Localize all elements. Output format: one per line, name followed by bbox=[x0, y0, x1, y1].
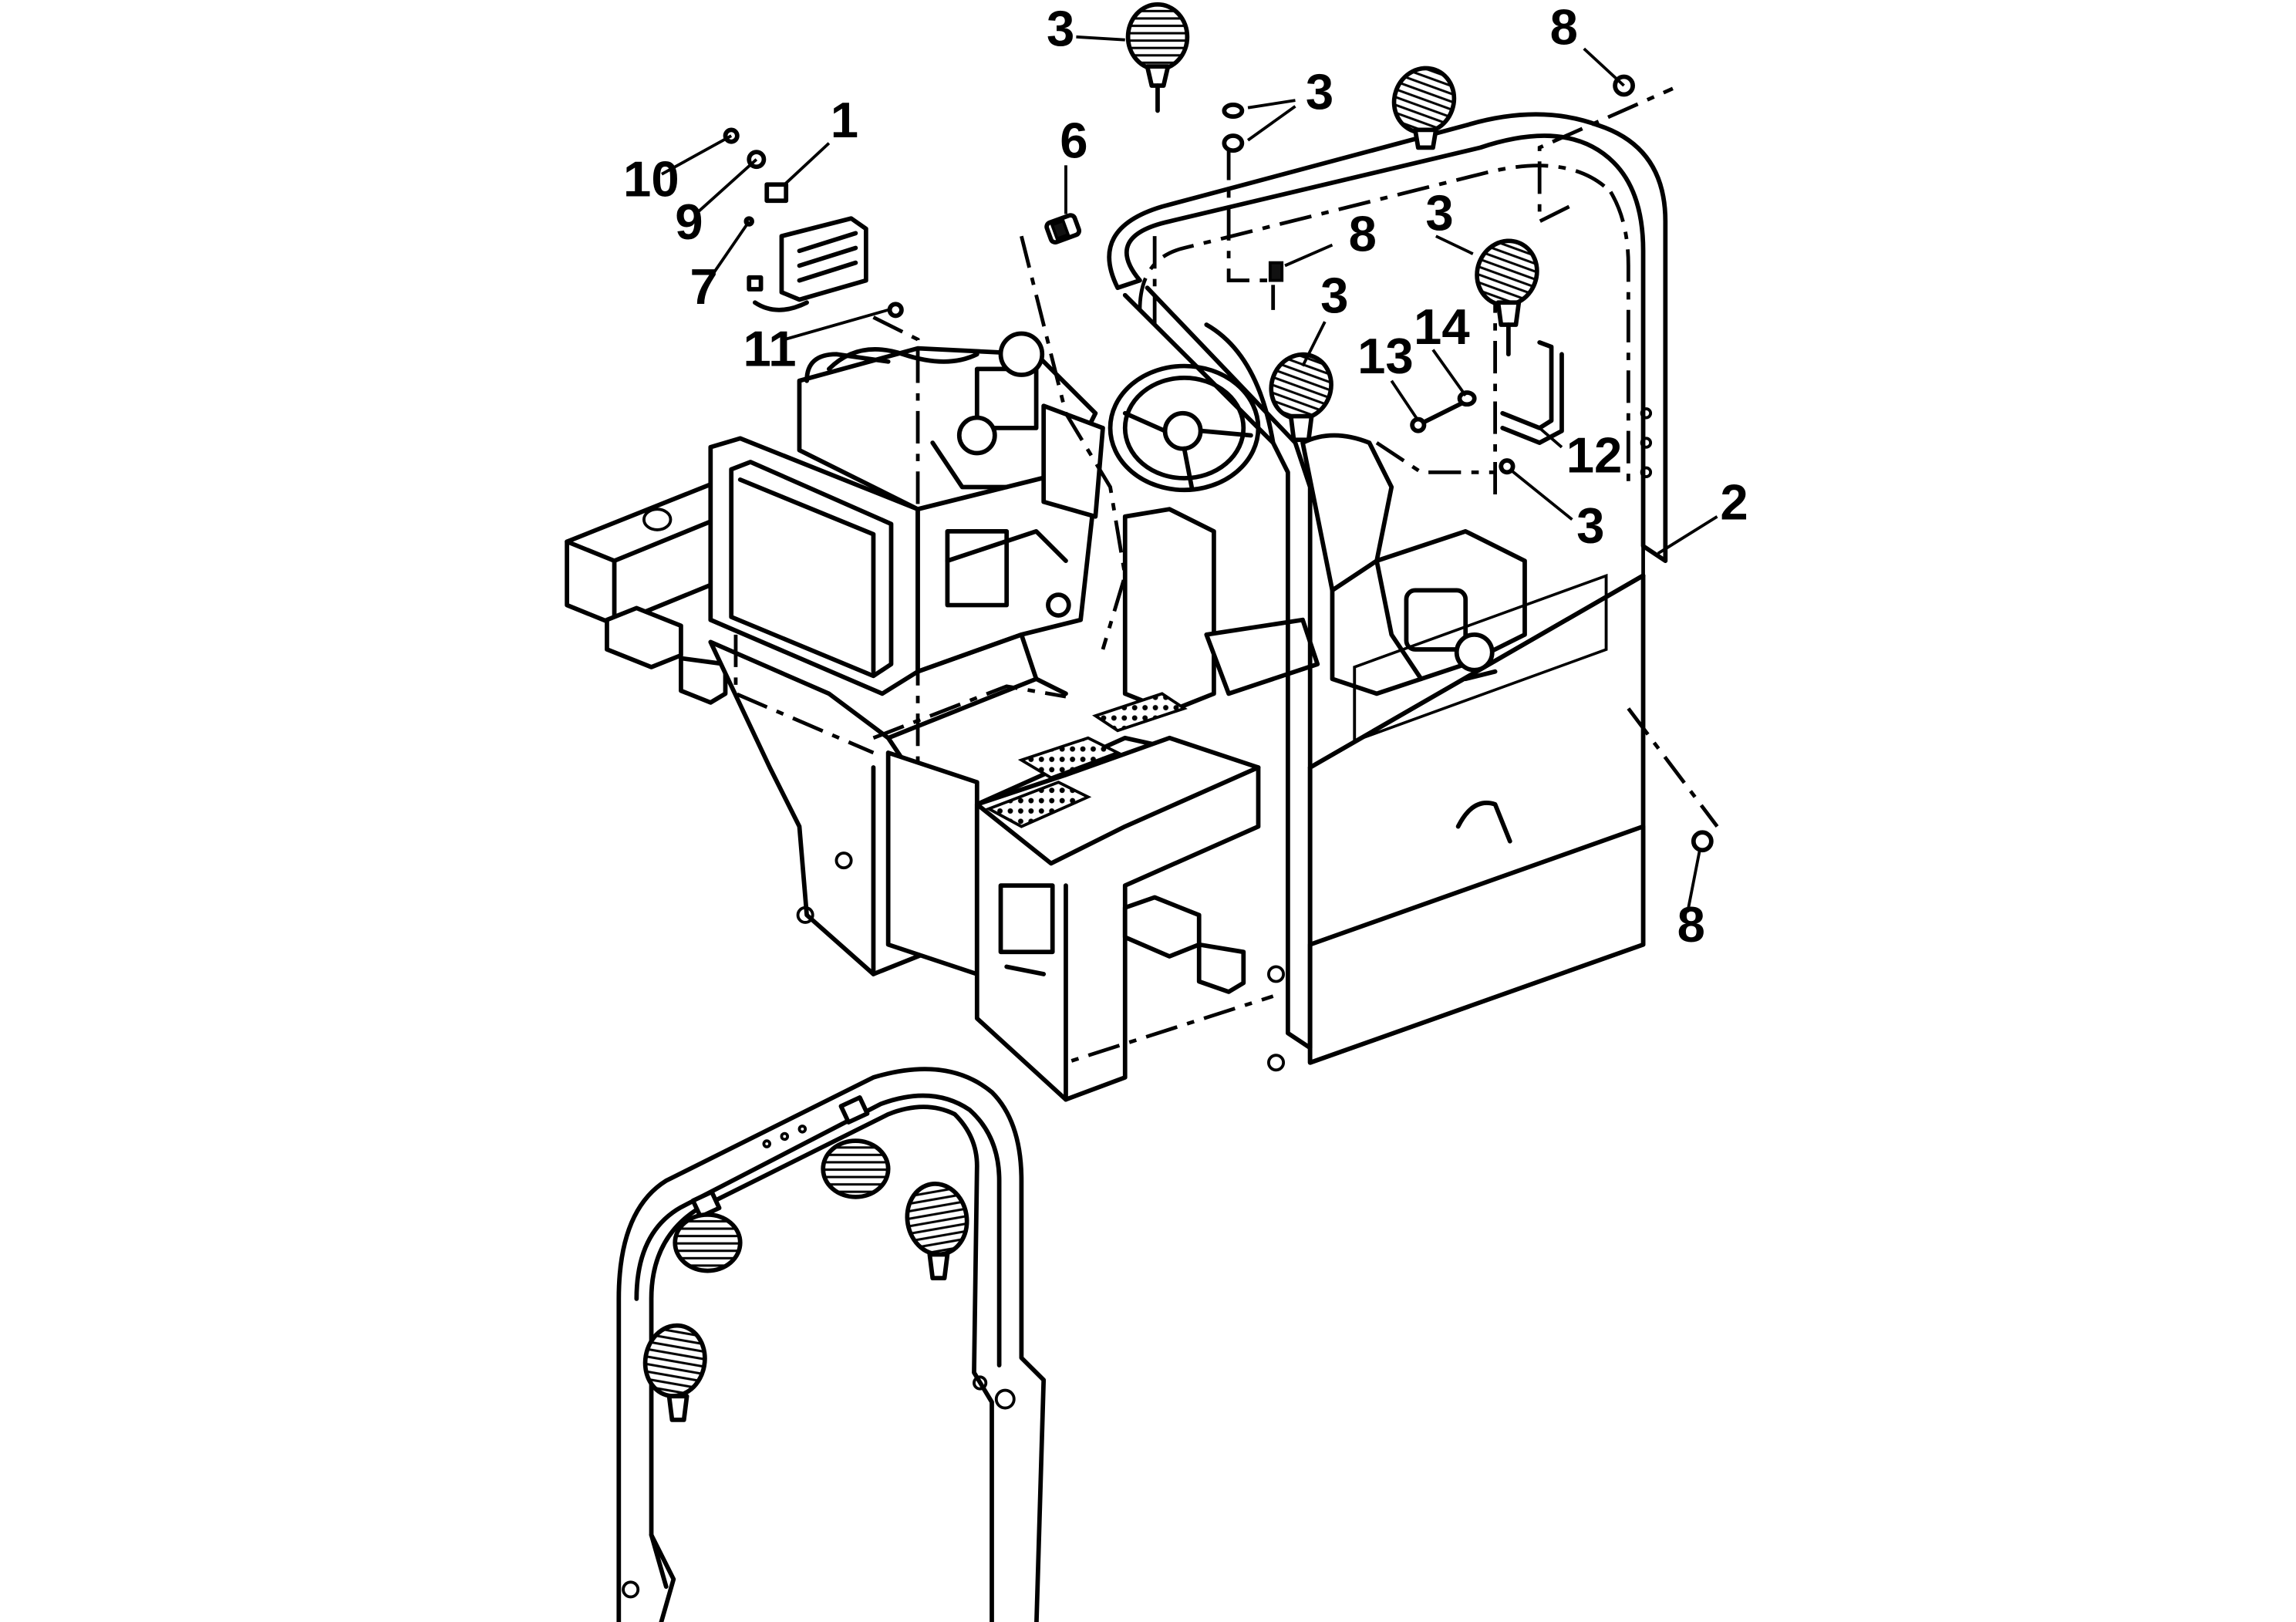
bracket-12 bbox=[1500, 340, 1564, 445]
washer-14 bbox=[1457, 390, 1477, 407]
callout-10: 10 bbox=[623, 151, 679, 207]
callout-12: 12 bbox=[1566, 427, 1623, 483]
work-light-rops-left bbox=[1269, 352, 1333, 443]
detail-rops-frame bbox=[616, 1067, 1047, 1622]
leader-lines bbox=[661, 35, 1718, 912]
callout-2: 2 bbox=[1720, 474, 1748, 531]
switch-6 bbox=[1044, 213, 1082, 244]
work-light-rops-top bbox=[1391, 66, 1457, 150]
callout-7: 7 bbox=[689, 258, 717, 315]
callout-3-rops-light: 3 bbox=[1320, 268, 1348, 324]
bolt-13 bbox=[1410, 399, 1468, 433]
callout-8-rollbar: 8 bbox=[1349, 205, 1377, 261]
callout-9: 9 bbox=[675, 194, 703, 250]
callout-3-bracket-nut: 3 bbox=[1576, 497, 1604, 554]
washer-nut-stack bbox=[1222, 102, 1245, 153]
callout-3-right-light: 3 bbox=[1425, 185, 1453, 241]
callout-3-top: 3 bbox=[1047, 0, 1074, 56]
machine-chassis bbox=[565, 86, 1719, 1102]
callout-13: 13 bbox=[1357, 328, 1414, 384]
callout-14: 14 bbox=[1414, 298, 1470, 355]
callout-8-top: 8 bbox=[1550, 0, 1578, 55]
callout-3-washers: 3 bbox=[1306, 64, 1333, 120]
callout-1: 1 bbox=[831, 92, 858, 148]
nut-roll-bar bbox=[1268, 261, 1284, 282]
callout-11: 11 bbox=[743, 321, 797, 377]
callout-6: 6 bbox=[1060, 113, 1087, 169]
work-light-top bbox=[1125, 2, 1190, 113]
work-light-right bbox=[1475, 238, 1539, 475]
callout-8-bottom: 8 bbox=[1677, 896, 1705, 953]
callouts: 1 2 3 3 3 3 3 6 7 8 8 8 9 10 11 12 13 14 bbox=[623, 0, 1748, 953]
nut-bottom-right bbox=[1691, 830, 1714, 853]
